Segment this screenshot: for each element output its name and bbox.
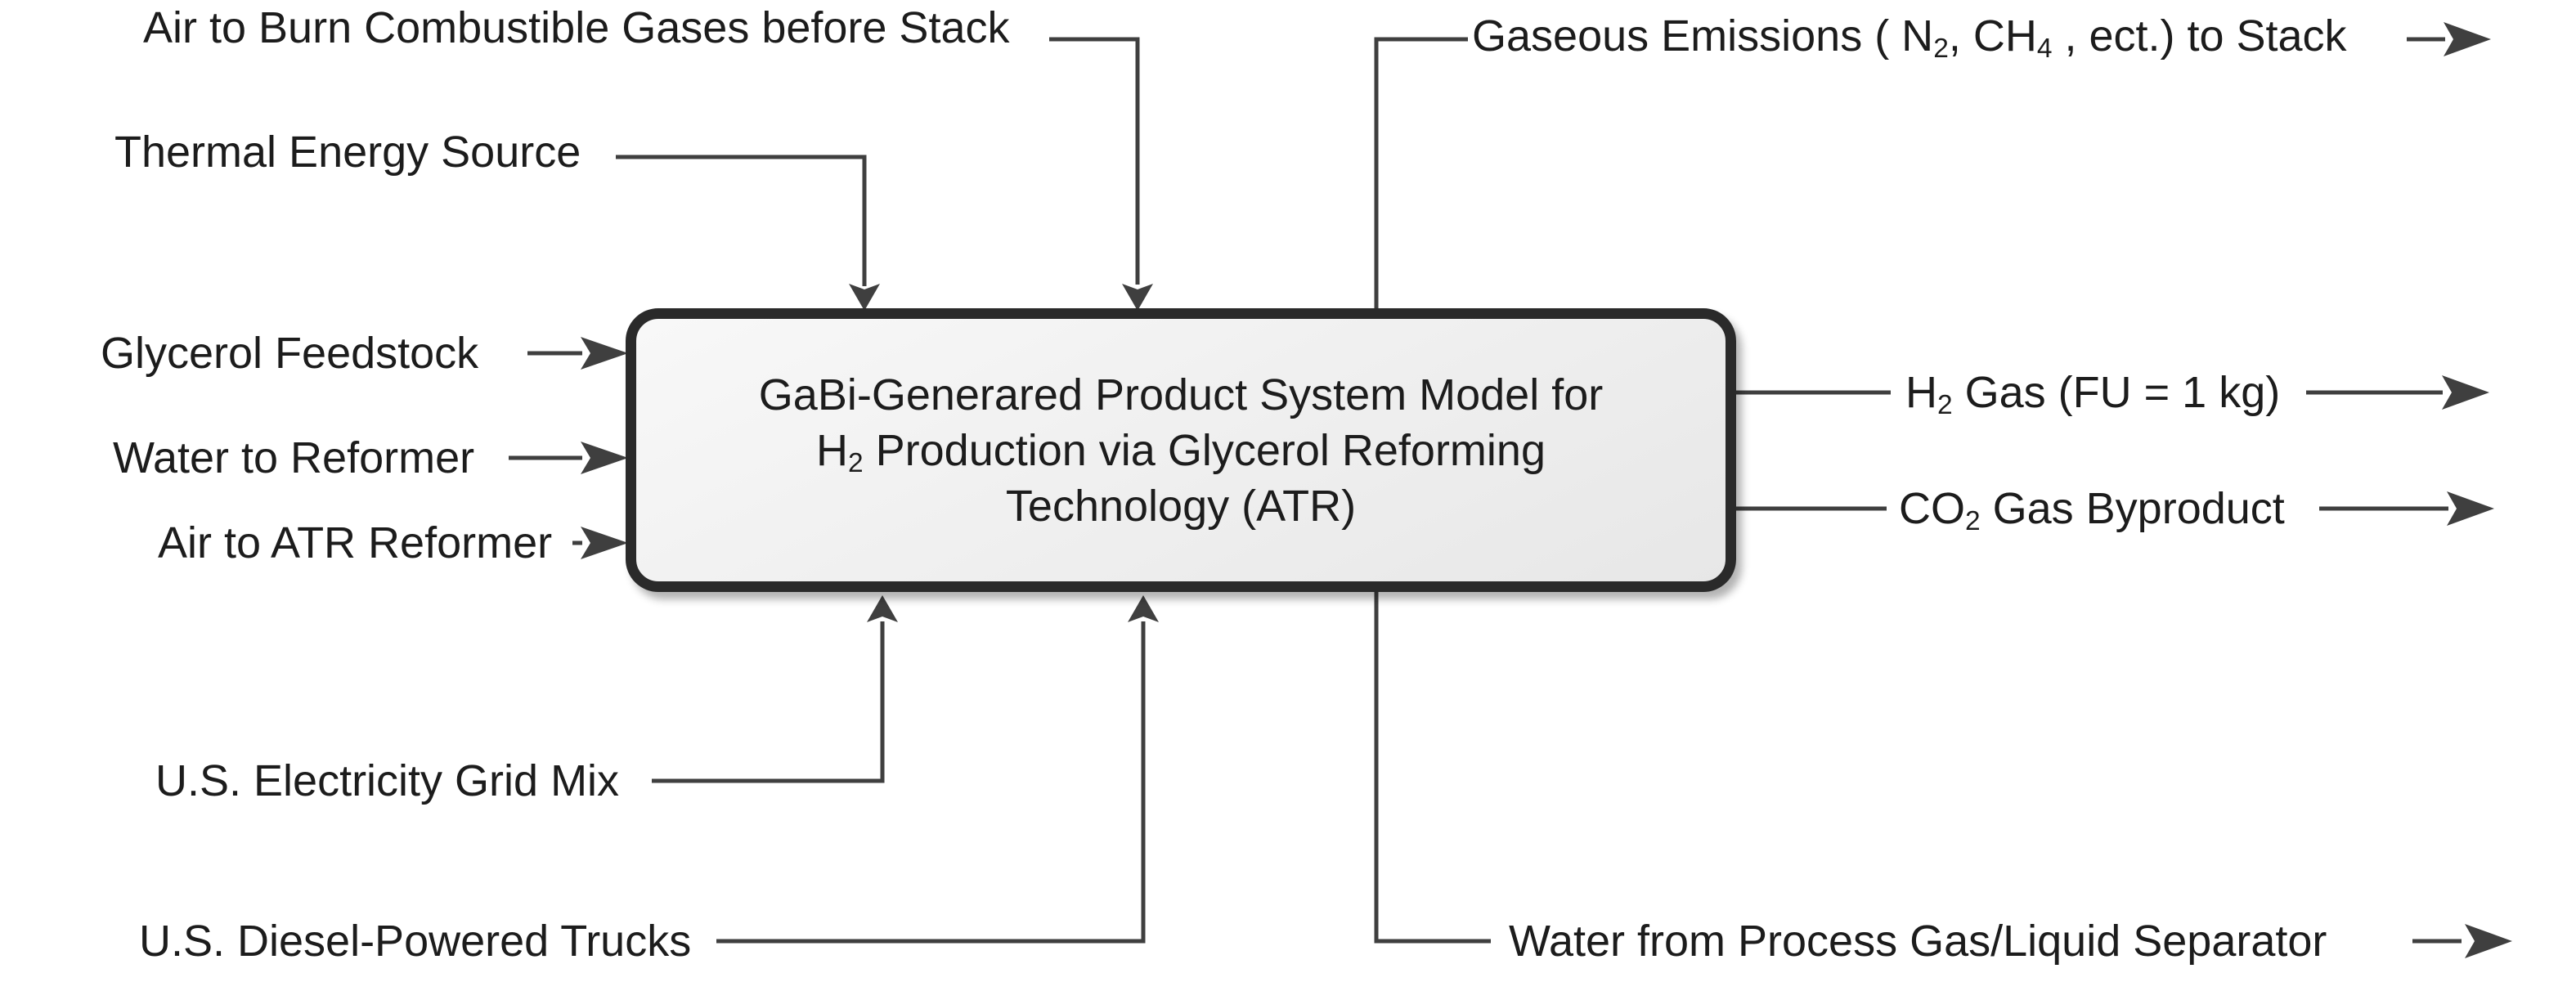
label-thermal-energy: Thermal Energy Source bbox=[114, 128, 581, 177]
h2-gas-arrowhead-icon bbox=[2442, 375, 2489, 410]
water-separator-arrowhead-icon bbox=[2465, 924, 2512, 958]
air-burn-connector bbox=[1049, 37, 1140, 285]
electricity-arrowhead-icon bbox=[867, 595, 898, 622]
gaseous-emissions-arrowhead-icon bbox=[2444, 22, 2491, 56]
label-air-to-atr: Air to ATR Reformer bbox=[158, 518, 553, 567]
label-diesel-trucks: U.S. Diesel-Powered Trucks bbox=[139, 917, 692, 966]
box-title-line-3: Technology (ATR) bbox=[1005, 481, 1357, 531]
box-title-line-1: GaBi-Generared Product System Model for bbox=[758, 370, 1604, 419]
water-reformer-arrowhead-icon bbox=[581, 442, 628, 474]
label-electricity-grid: U.S. Electricity Grid Mix bbox=[155, 756, 620, 805]
thermal-energy-connector bbox=[616, 155, 867, 286]
label-air-to-burn: Air to Burn Combustible Gases before Sta… bbox=[143, 3, 1010, 52]
co2-gas-arrowhead-icon bbox=[2447, 491, 2494, 526]
process-system-box: GaBi-Generared Product System Model for … bbox=[626, 308, 1736, 592]
label-h2-gas: H2 Gas (FU = 1 kg) bbox=[1905, 368, 2281, 421]
label-gaseous-emissions: Gaseous Emissions ( N2, CH4 , ect.) to S… bbox=[1472, 11, 2347, 65]
label-co2-byproduct: CO2 Gas Byproduct bbox=[1899, 484, 2285, 537]
box-title-line-2: H2 Production via Glycerol Reforming bbox=[816, 425, 1546, 478]
electricity-connector bbox=[652, 621, 885, 783]
gaseous-emissions-connector bbox=[1374, 37, 1468, 314]
label-glycerol-feedstock: Glycerol Feedstock bbox=[101, 329, 479, 378]
diesel-connector bbox=[716, 621, 1146, 944]
diesel-arrowhead-icon bbox=[1128, 595, 1159, 622]
thermal-energy-arrowhead-icon bbox=[849, 284, 880, 311]
label-water-to-reformer: Water to Reformer bbox=[113, 433, 475, 482]
air-burn-arrowhead-icon bbox=[1122, 284, 1153, 311]
label-water-separator: Water from Process Gas/Liquid Separator bbox=[1509, 917, 2327, 966]
water-separator-connector bbox=[1374, 588, 1491, 944]
air-atr-arrowhead-icon bbox=[581, 527, 628, 559]
glycerol-arrowhead-icon bbox=[581, 337, 628, 370]
